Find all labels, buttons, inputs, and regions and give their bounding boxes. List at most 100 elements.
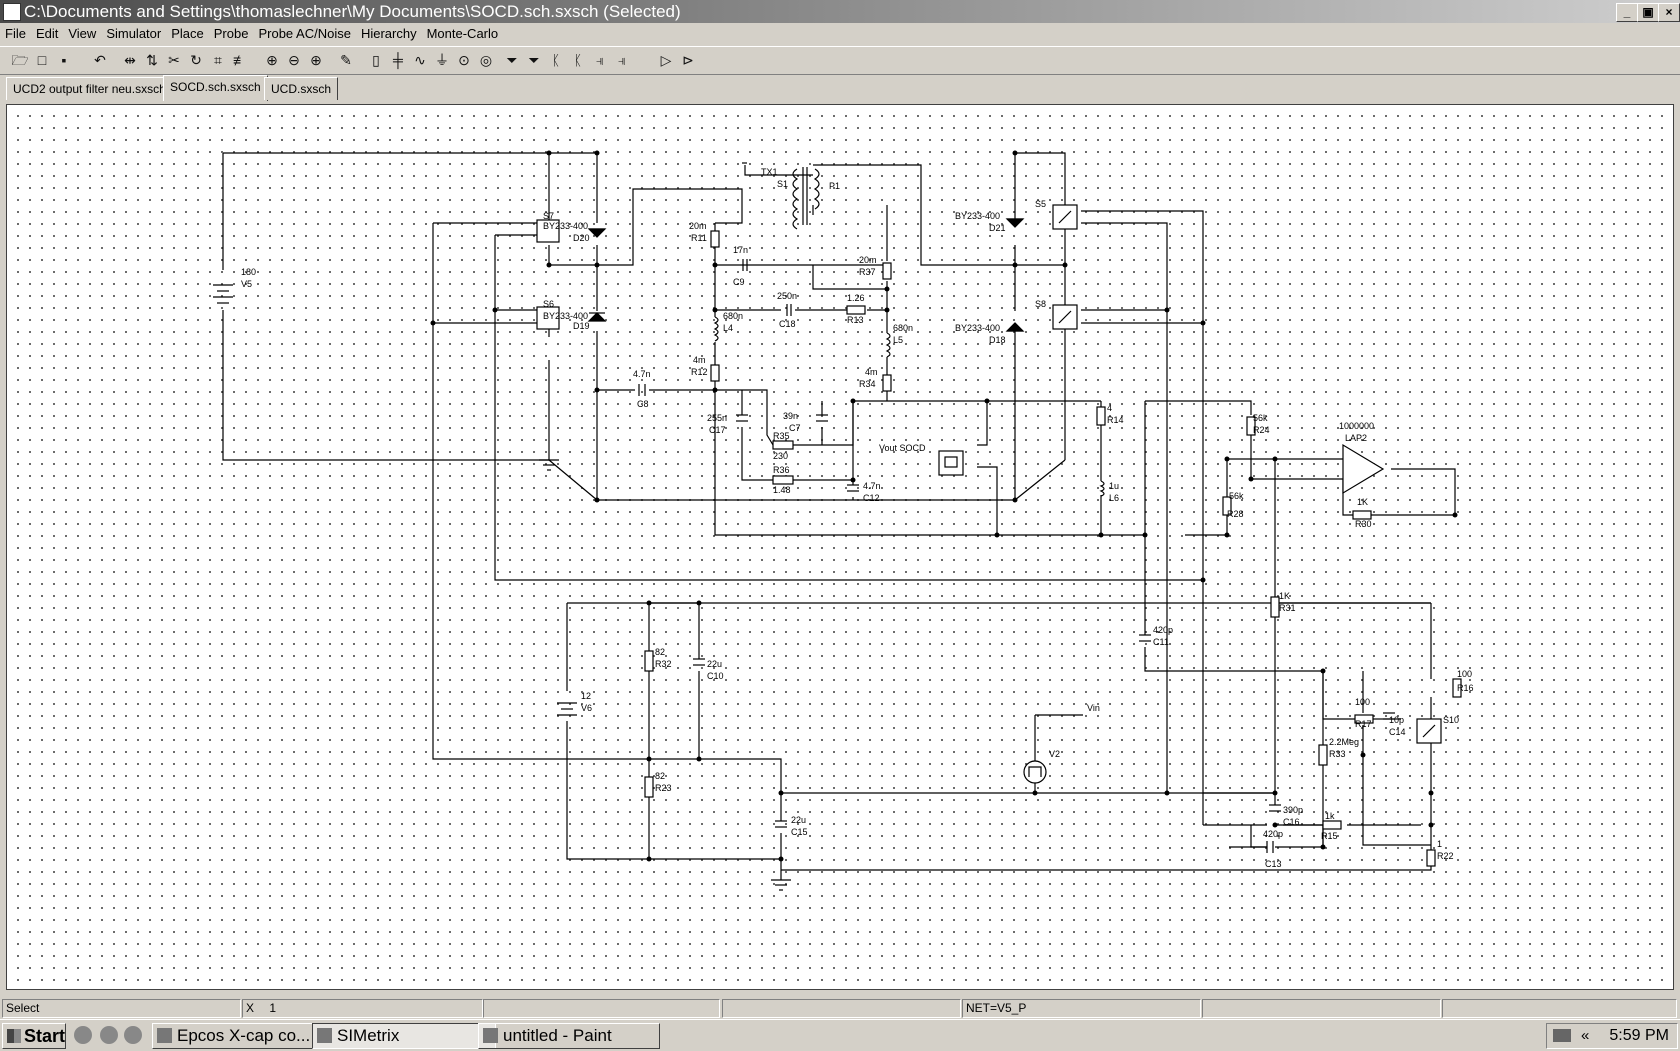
start-button[interactable]: Start (2, 1023, 66, 1049)
label-c8-value: 4.7n (633, 369, 651, 379)
resistor-icon[interactable]: ▯ (372, 52, 380, 68)
close-button[interactable]: × (1658, 3, 1680, 22)
rotate-icon[interactable]: ↻ (190, 52, 202, 68)
tray-expand-icon[interactable]: « (1581, 1027, 1590, 1044)
zoom-in-icon[interactable]: ⊕ (310, 52, 322, 68)
taskbar-epcos[interactable]: Epcos X-cap co... (152, 1023, 328, 1049)
wire-icon[interactable]: ⌗ (214, 52, 222, 68)
label-c18: C18 (779, 319, 796, 329)
label-r31-value: 1K (1279, 591, 1290, 601)
menu-edit[interactable]: Edit (35, 26, 59, 41)
menu-probe[interactable]: Probe (213, 26, 249, 41)
label-c14-value: 10p (1389, 715, 1404, 725)
capacitor-icon[interactable]: ╪ (393, 52, 403, 68)
label-c9: C9 (733, 277, 745, 287)
restore-button[interactable]: ▣ (1637, 3, 1659, 22)
label-r16: R16 (1457, 683, 1474, 693)
label-c13-value: 420p (1263, 829, 1283, 839)
label-vin: Vin (1087, 703, 1100, 713)
status-panel-4 (722, 999, 961, 1018)
zoom-full-icon[interactable]: ⊕ (266, 52, 278, 68)
label-r28: R28 (1227, 509, 1244, 519)
npn-icon[interactable]: ᛕ (551, 52, 561, 68)
probe-icon[interactable]: ◎ (479, 52, 493, 68)
label-v5-value: 180 (241, 267, 256, 277)
menu-hierarchy[interactable]: Hierarchy (360, 26, 417, 41)
menu-probe-ac-noise[interactable]: Probe AC/Noise (258, 26, 351, 41)
label-c17-value: 255n (707, 413, 727, 423)
label-l6-value: 1u (1109, 481, 1119, 491)
schematic-canvas[interactable]: TX1 S1 P1 S7 BY233-400 D20 S6 BY233-400 … (6, 104, 1674, 990)
status-mode: Select (2, 999, 241, 1018)
label-r36: R36 (773, 465, 790, 475)
pencil-icon[interactable]: ✎ (340, 52, 352, 68)
app-icon[interactable] (3, 3, 21, 21)
taskbar-epcos-label: Epcos X-cap co... (177, 1026, 311, 1045)
quicklaunch-ie-icon[interactable] (74, 1026, 92, 1044)
open-icon[interactable]: 🗁 (11, 52, 29, 68)
label-r15-value: 1k (1325, 811, 1335, 821)
quicklaunch-media-icon[interactable] (124, 1026, 142, 1044)
bus-icon[interactable]: ≢ (233, 52, 247, 68)
label-r36-value: 1.48 (773, 485, 791, 495)
paint-icon (483, 1028, 498, 1043)
menu-simulator[interactable]: Simulator (106, 26, 162, 41)
menu-monte-carlo[interactable]: Monte-Carlo (426, 26, 499, 41)
menu-place[interactable]: Place (171, 26, 204, 41)
status-panel-7 (1442, 999, 1677, 1018)
nmos-icon[interactable]: ⫣ (595, 52, 605, 68)
component-labels: TX1 S1 P1 S7 BY233-400 D20 S6 BY233-400 … (241, 167, 1474, 869)
tab-ucd2-output-filter[interactable]: UCD2 output filter neu.sxsch (6, 77, 173, 100)
label-l5: L5 (893, 335, 903, 345)
mirror-icon[interactable]: ⇹ (124, 52, 136, 68)
ground-icon[interactable]: ⏚ (435, 52, 449, 68)
clock[interactable]: 5:59 PM (1609, 1027, 1669, 1044)
label-v6: V6 (581, 703, 592, 713)
taskbar-simetrix[interactable]: SIMetrix (312, 1023, 496, 1049)
opamp-icon[interactable]: ▷ (660, 52, 672, 68)
status-panel-6 (1202, 999, 1441, 1018)
source-icon[interactable]: ⊙ (458, 52, 470, 68)
toolbar: 🗁 □ ▪ ↶ ⇹ ⇅ ✂ ↻ ⌗ ≢ ⊕ ⊖ ⊕ ✎ ▯ ╪ ∿ ⏚ ⊙ ◎ … (0, 46, 1680, 75)
label-r31: R31 (1279, 603, 1296, 613)
taskbar-simetrix-label: SIMetrix (337, 1026, 400, 1045)
pmos-icon[interactable]: ⫣ (617, 52, 627, 68)
system-tray: « 5:59 PM (1546, 1023, 1678, 1049)
label-lap2: LAP2 (1345, 433, 1367, 443)
simetrix-icon (317, 1028, 332, 1043)
menu-view[interactable]: View (68, 26, 97, 41)
new-icon[interactable]: □ (37, 52, 47, 68)
keyboard-icon[interactable] (1553, 1029, 1571, 1042)
tab-ucd[interactable]: UCD.sxsch (264, 77, 339, 100)
diode-icon[interactable]: ⏷ (506, 52, 518, 68)
pnp-icon[interactable]: ᛕ (573, 52, 583, 68)
taskbar-paint-label: untitled - Paint (503, 1026, 612, 1045)
label-s1: S1 (777, 179, 788, 189)
save-icon[interactable]: ▪ (61, 52, 67, 68)
status-net: NET=V5_P (962, 999, 1201, 1018)
status-x-label: X 1 (242, 999, 483, 1018)
flip-icon[interactable]: ⇅ (146, 52, 158, 68)
label-l4: L4 (723, 323, 733, 333)
menu-file[interactable]: File (5, 26, 26, 41)
cut-icon[interactable]: ✂ (168, 52, 180, 68)
status-panel-3 (483, 999, 720, 1018)
label-s6: S6 (543, 299, 554, 309)
label-d18-part: BY233-400 (955, 323, 1000, 333)
label-lap2-value: 1000000 (1339, 421, 1374, 431)
minimize-button[interactable]: _ (1616, 3, 1638, 22)
label-c18-value: 250n (777, 291, 797, 301)
zener-icon[interactable]: ⏷ (528, 52, 540, 68)
undo-icon[interactable]: ↶ (94, 52, 106, 68)
quicklaunch-email-icon[interactable] (100, 1026, 118, 1044)
taskbar-paint[interactable]: untitled - Paint (478, 1023, 660, 1049)
schematic-drawing: TX1 S1 P1 S7 BY233-400 D20 S6 BY233-400 … (213, 150, 1474, 891)
terminal-icon[interactable]: ⊳ (682, 52, 694, 68)
label-r12: R12 (691, 367, 708, 377)
components (213, 167, 1462, 891)
label-tx1: TX1 (761, 167, 778, 177)
label-d18: D18 (989, 335, 1006, 345)
inductor-icon[interactable]: ∿ (414, 52, 426, 68)
tab-socd[interactable]: SOCD.sch.sxsch (163, 75, 268, 101)
zoom-out-icon[interactable]: ⊖ (288, 52, 300, 68)
